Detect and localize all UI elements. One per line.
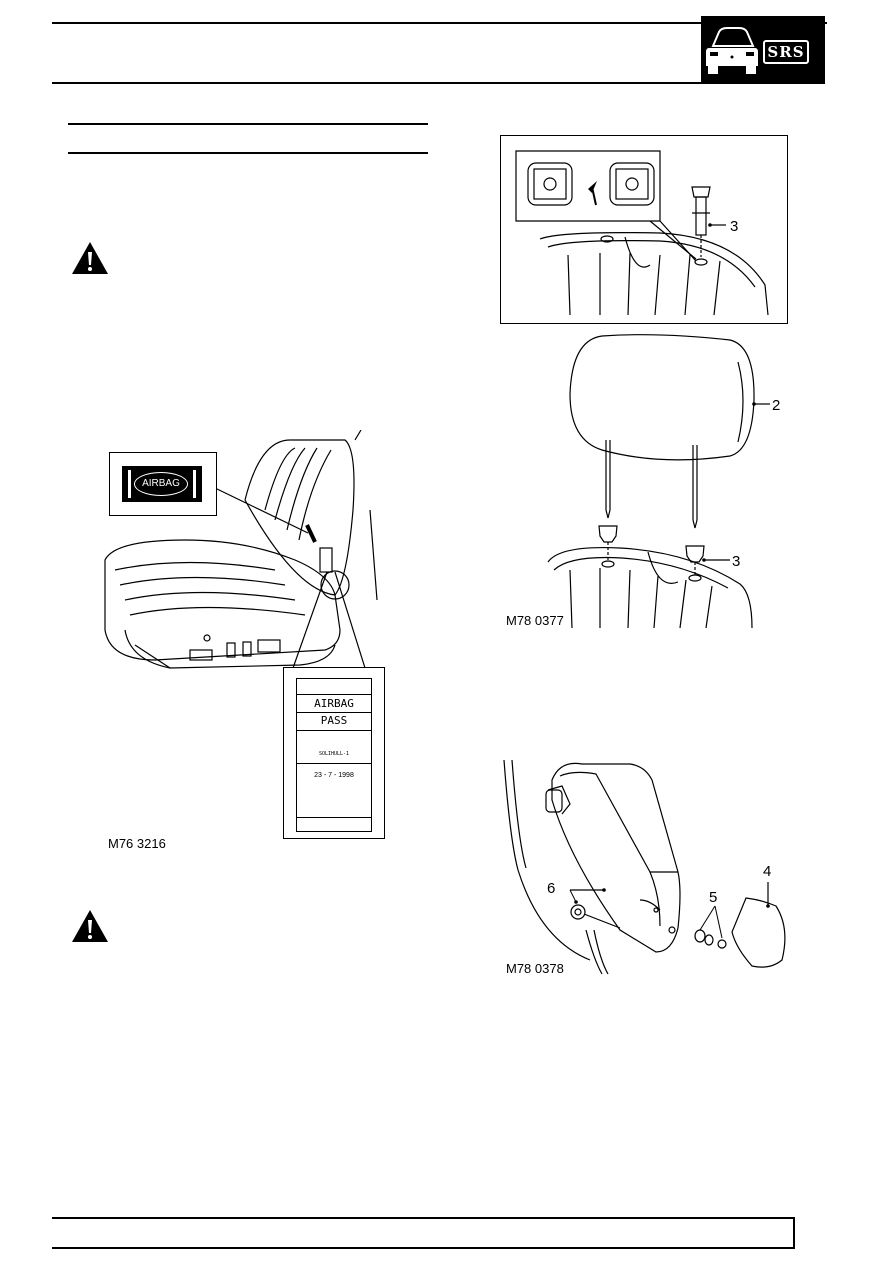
airbag-label-callout: AIRBAG PASS SOLIHULL-1 23 - 7 - 1998 xyxy=(283,667,385,839)
callout-3-guide: 3 xyxy=(732,553,740,570)
figure-caption-armrest: M78 0378 xyxy=(506,961,564,976)
title-rule-bottom xyxy=(68,152,428,154)
callout-4-cover: 4 xyxy=(763,863,771,880)
seat-airbag-illustration xyxy=(104,430,378,669)
header-rule-bottom xyxy=(52,82,702,84)
airbag-badge-callout: AIRBAG xyxy=(109,452,217,516)
label-line-date: 23 - 7 - 1998 xyxy=(314,772,354,779)
title-rule-top xyxy=(68,123,428,125)
airbag-badge: AIRBAG xyxy=(122,466,202,502)
airbag-label-tag: AIRBAG PASS SOLIHULL-1 23 - 7 - 1998 xyxy=(296,678,372,832)
headrest-guide-detail-illustration: 3 xyxy=(515,150,769,316)
callout-6-armrest: 6 xyxy=(547,880,555,897)
srs-badge: SRS xyxy=(701,16,825,84)
warning-triangle-icon xyxy=(72,242,108,274)
armrest-removal-illustration: 6 5 4 xyxy=(503,760,786,975)
car-front-icon xyxy=(706,27,758,74)
callout-2-headrest: 2 xyxy=(772,397,780,414)
figure-caption-seat: M76 3216 xyxy=(108,836,166,851)
headrest-detail-frame xyxy=(500,135,788,324)
srs-label: SRS xyxy=(763,40,809,64)
figure-caption-headrest: M78 0377 xyxy=(506,613,564,628)
label-line-airbag: AIRBAG xyxy=(297,694,371,713)
header-rule-top xyxy=(52,22,827,24)
footer-rule-side xyxy=(793,1217,795,1249)
callout-3-detail: 3 xyxy=(730,218,738,235)
warning-triangle-icon xyxy=(72,910,108,942)
footer-rule-top xyxy=(52,1217,794,1219)
label-line-location: SOLIHULL-1 xyxy=(318,751,350,757)
label-line-pass: PASS xyxy=(297,712,371,731)
airbag-badge-text: AIRBAG xyxy=(134,472,188,496)
headrest-removal-illustration: 2 3 xyxy=(547,334,780,629)
footer-rule-bottom xyxy=(52,1247,794,1249)
callout-5-washers: 5 xyxy=(709,889,717,906)
